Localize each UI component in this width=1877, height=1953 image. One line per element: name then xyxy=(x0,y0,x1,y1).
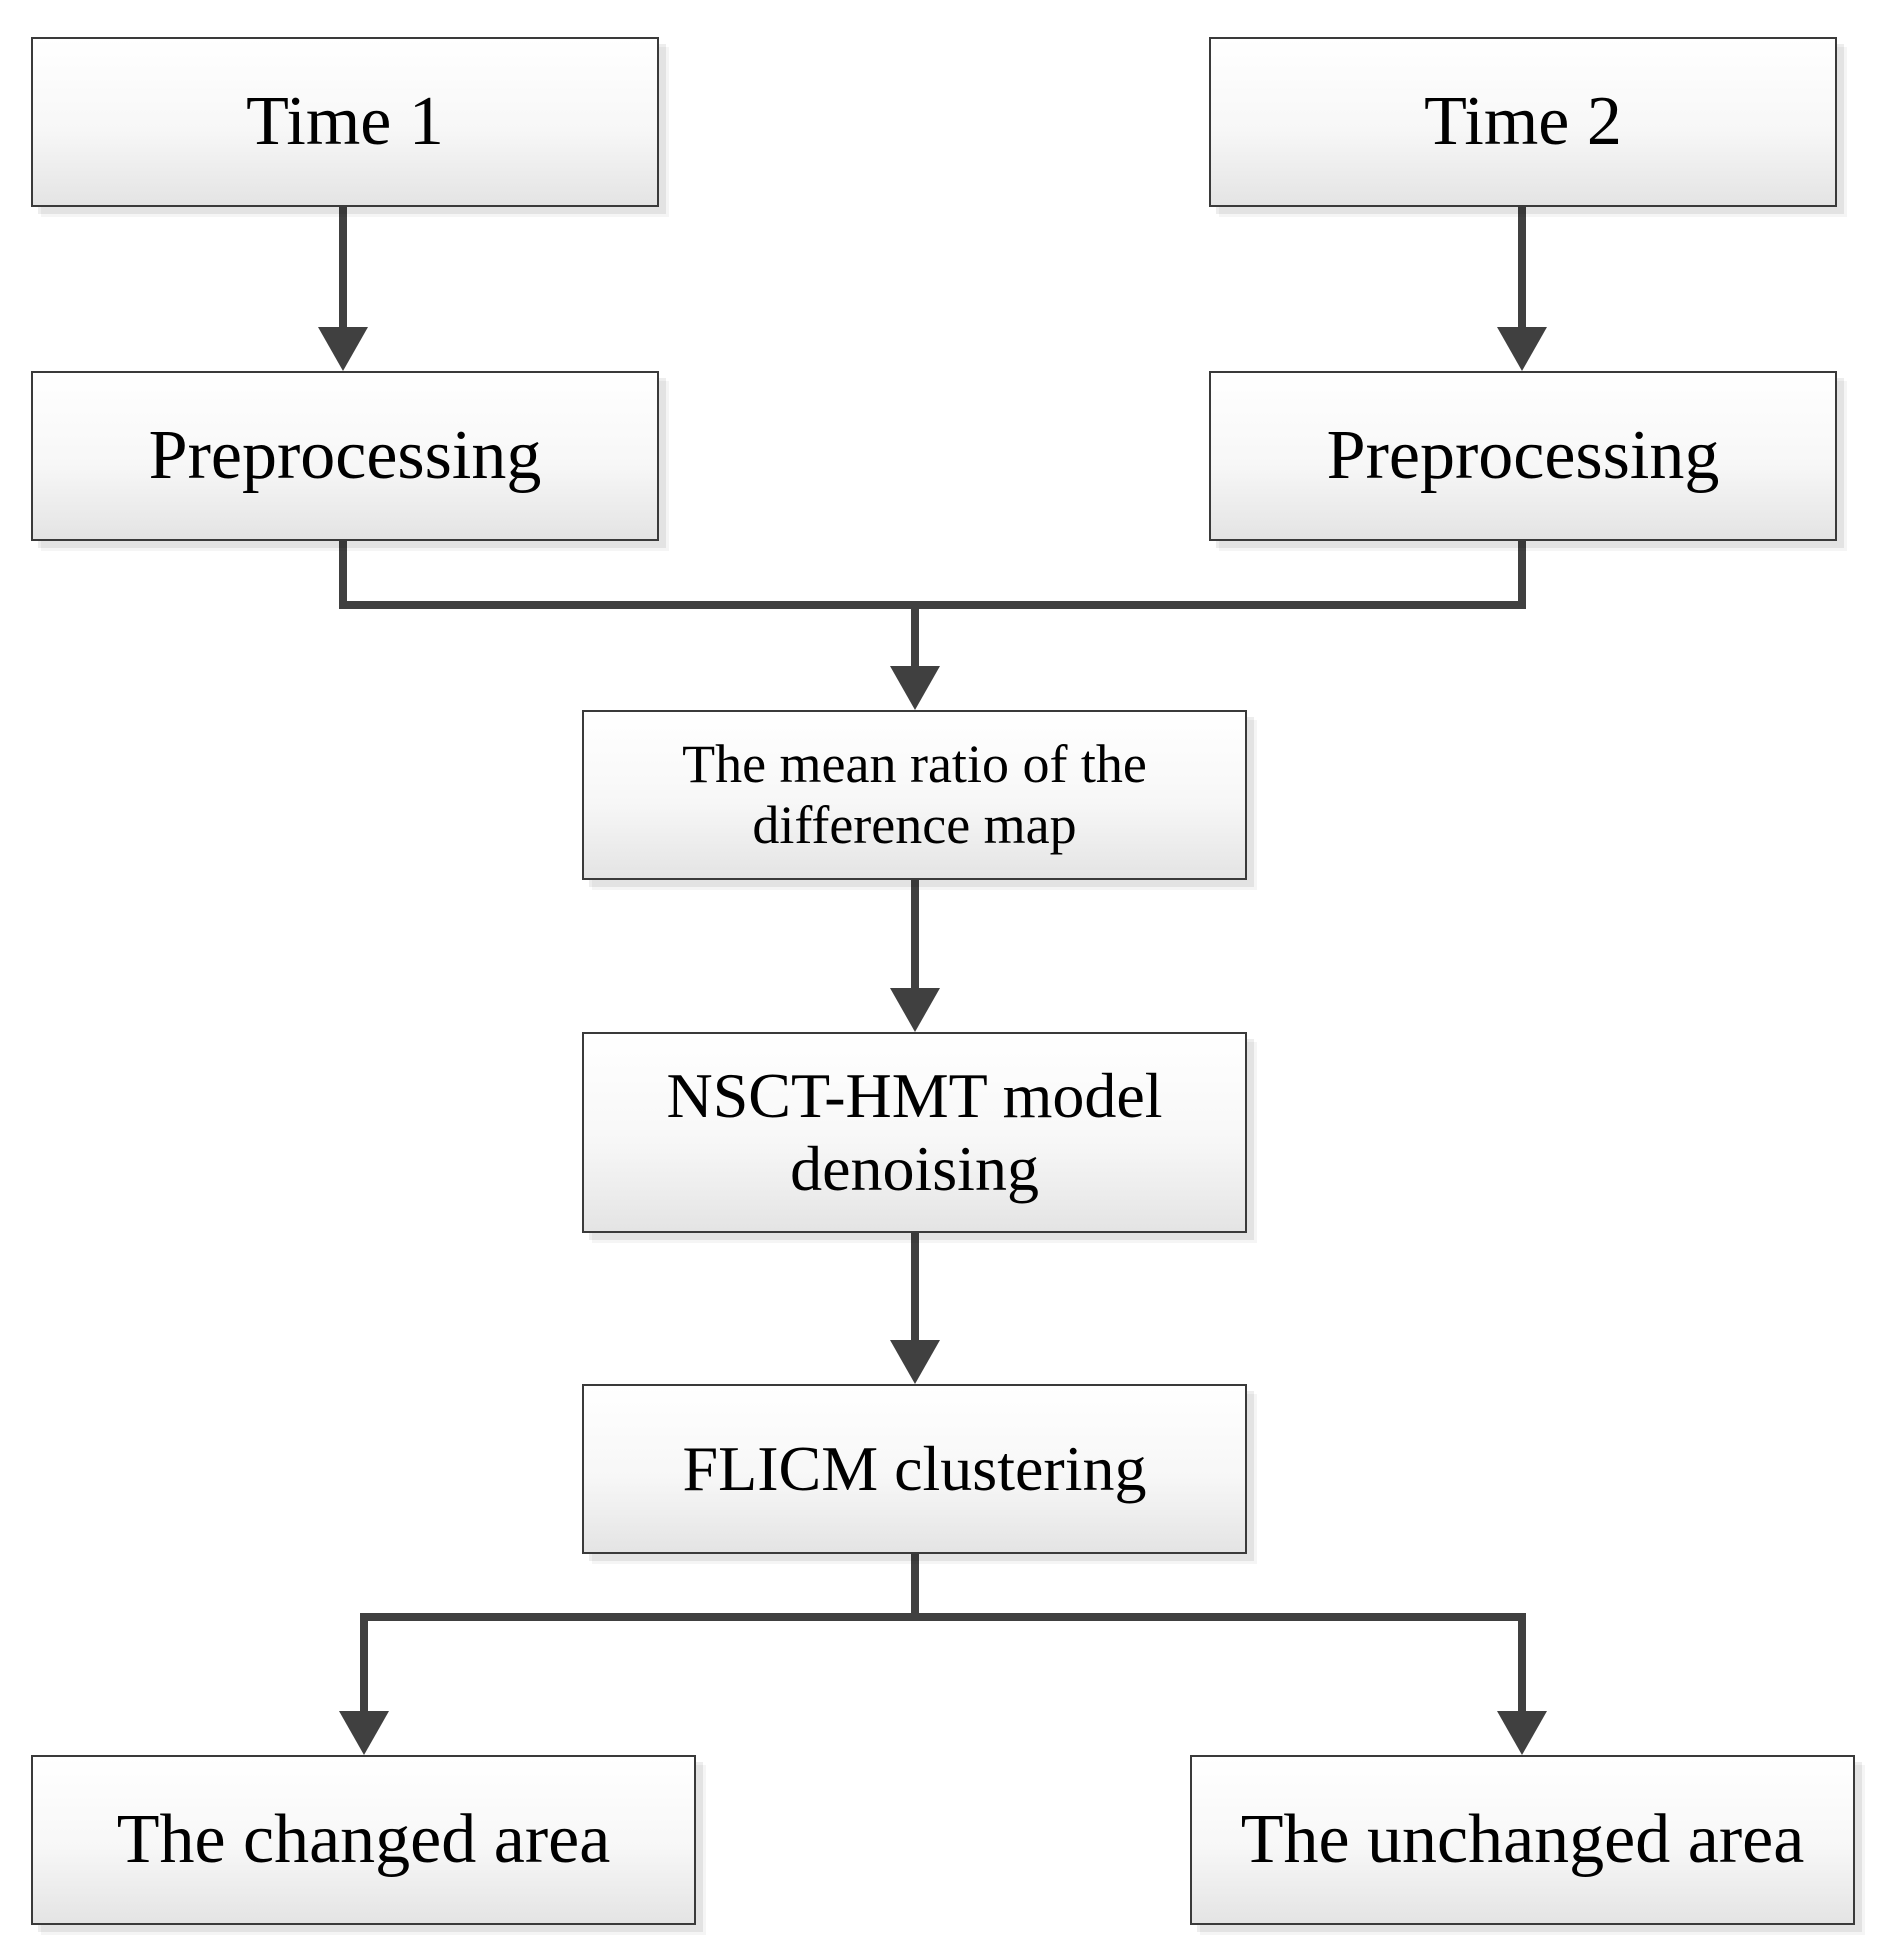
connector-preprocessing-merge xyxy=(339,537,1526,609)
node-time-2: Time 2 xyxy=(1209,37,1837,207)
node-preprocessing-right-label: Preprocessing xyxy=(1326,417,1720,495)
node-time-2-label: Time 2 xyxy=(1424,83,1622,161)
node-flicm-label: FLICM clustering xyxy=(682,1432,1147,1504)
node-nsct-hmt-denoising: NSCT-HMT model denoising xyxy=(582,1032,1247,1233)
node-preprocessing-left-label: Preprocessing xyxy=(148,417,542,495)
connector-split-outputs xyxy=(360,1613,1526,1716)
node-changed-area-label: The changed area xyxy=(116,1801,611,1879)
node-preprocessing-left: Preprocessing xyxy=(31,371,659,541)
node-mean-ratio-difference-map: The mean ratio of the difference map xyxy=(582,710,1247,880)
node-unchanged-area-label: The unchanged area xyxy=(1240,1801,1805,1879)
node-nsct-hmt-label: NSCT-HMT model denoising xyxy=(666,1060,1163,1204)
arrowhead-unchanged xyxy=(1497,1711,1547,1755)
arrowhead-time2 xyxy=(1497,327,1547,371)
node-flicm-clustering: FLICM clustering xyxy=(582,1384,1247,1554)
node-time-1-label: Time 1 xyxy=(246,83,444,161)
node-preprocessing-right: Preprocessing xyxy=(1209,371,1837,541)
arrowhead-time1 xyxy=(318,327,368,371)
arrowhead-nsct xyxy=(890,988,940,1032)
arrowhead-meanratio xyxy=(890,666,940,710)
node-changed-area: The changed area xyxy=(31,1755,696,1925)
arrowhead-changed xyxy=(339,1711,389,1755)
node-unchanged-area: The unchanged area xyxy=(1190,1755,1855,1925)
node-time-1: Time 1 xyxy=(31,37,659,207)
arrowhead-flicm xyxy=(890,1340,940,1384)
node-mean-ratio-label: The mean ratio of the difference map xyxy=(682,733,1147,855)
